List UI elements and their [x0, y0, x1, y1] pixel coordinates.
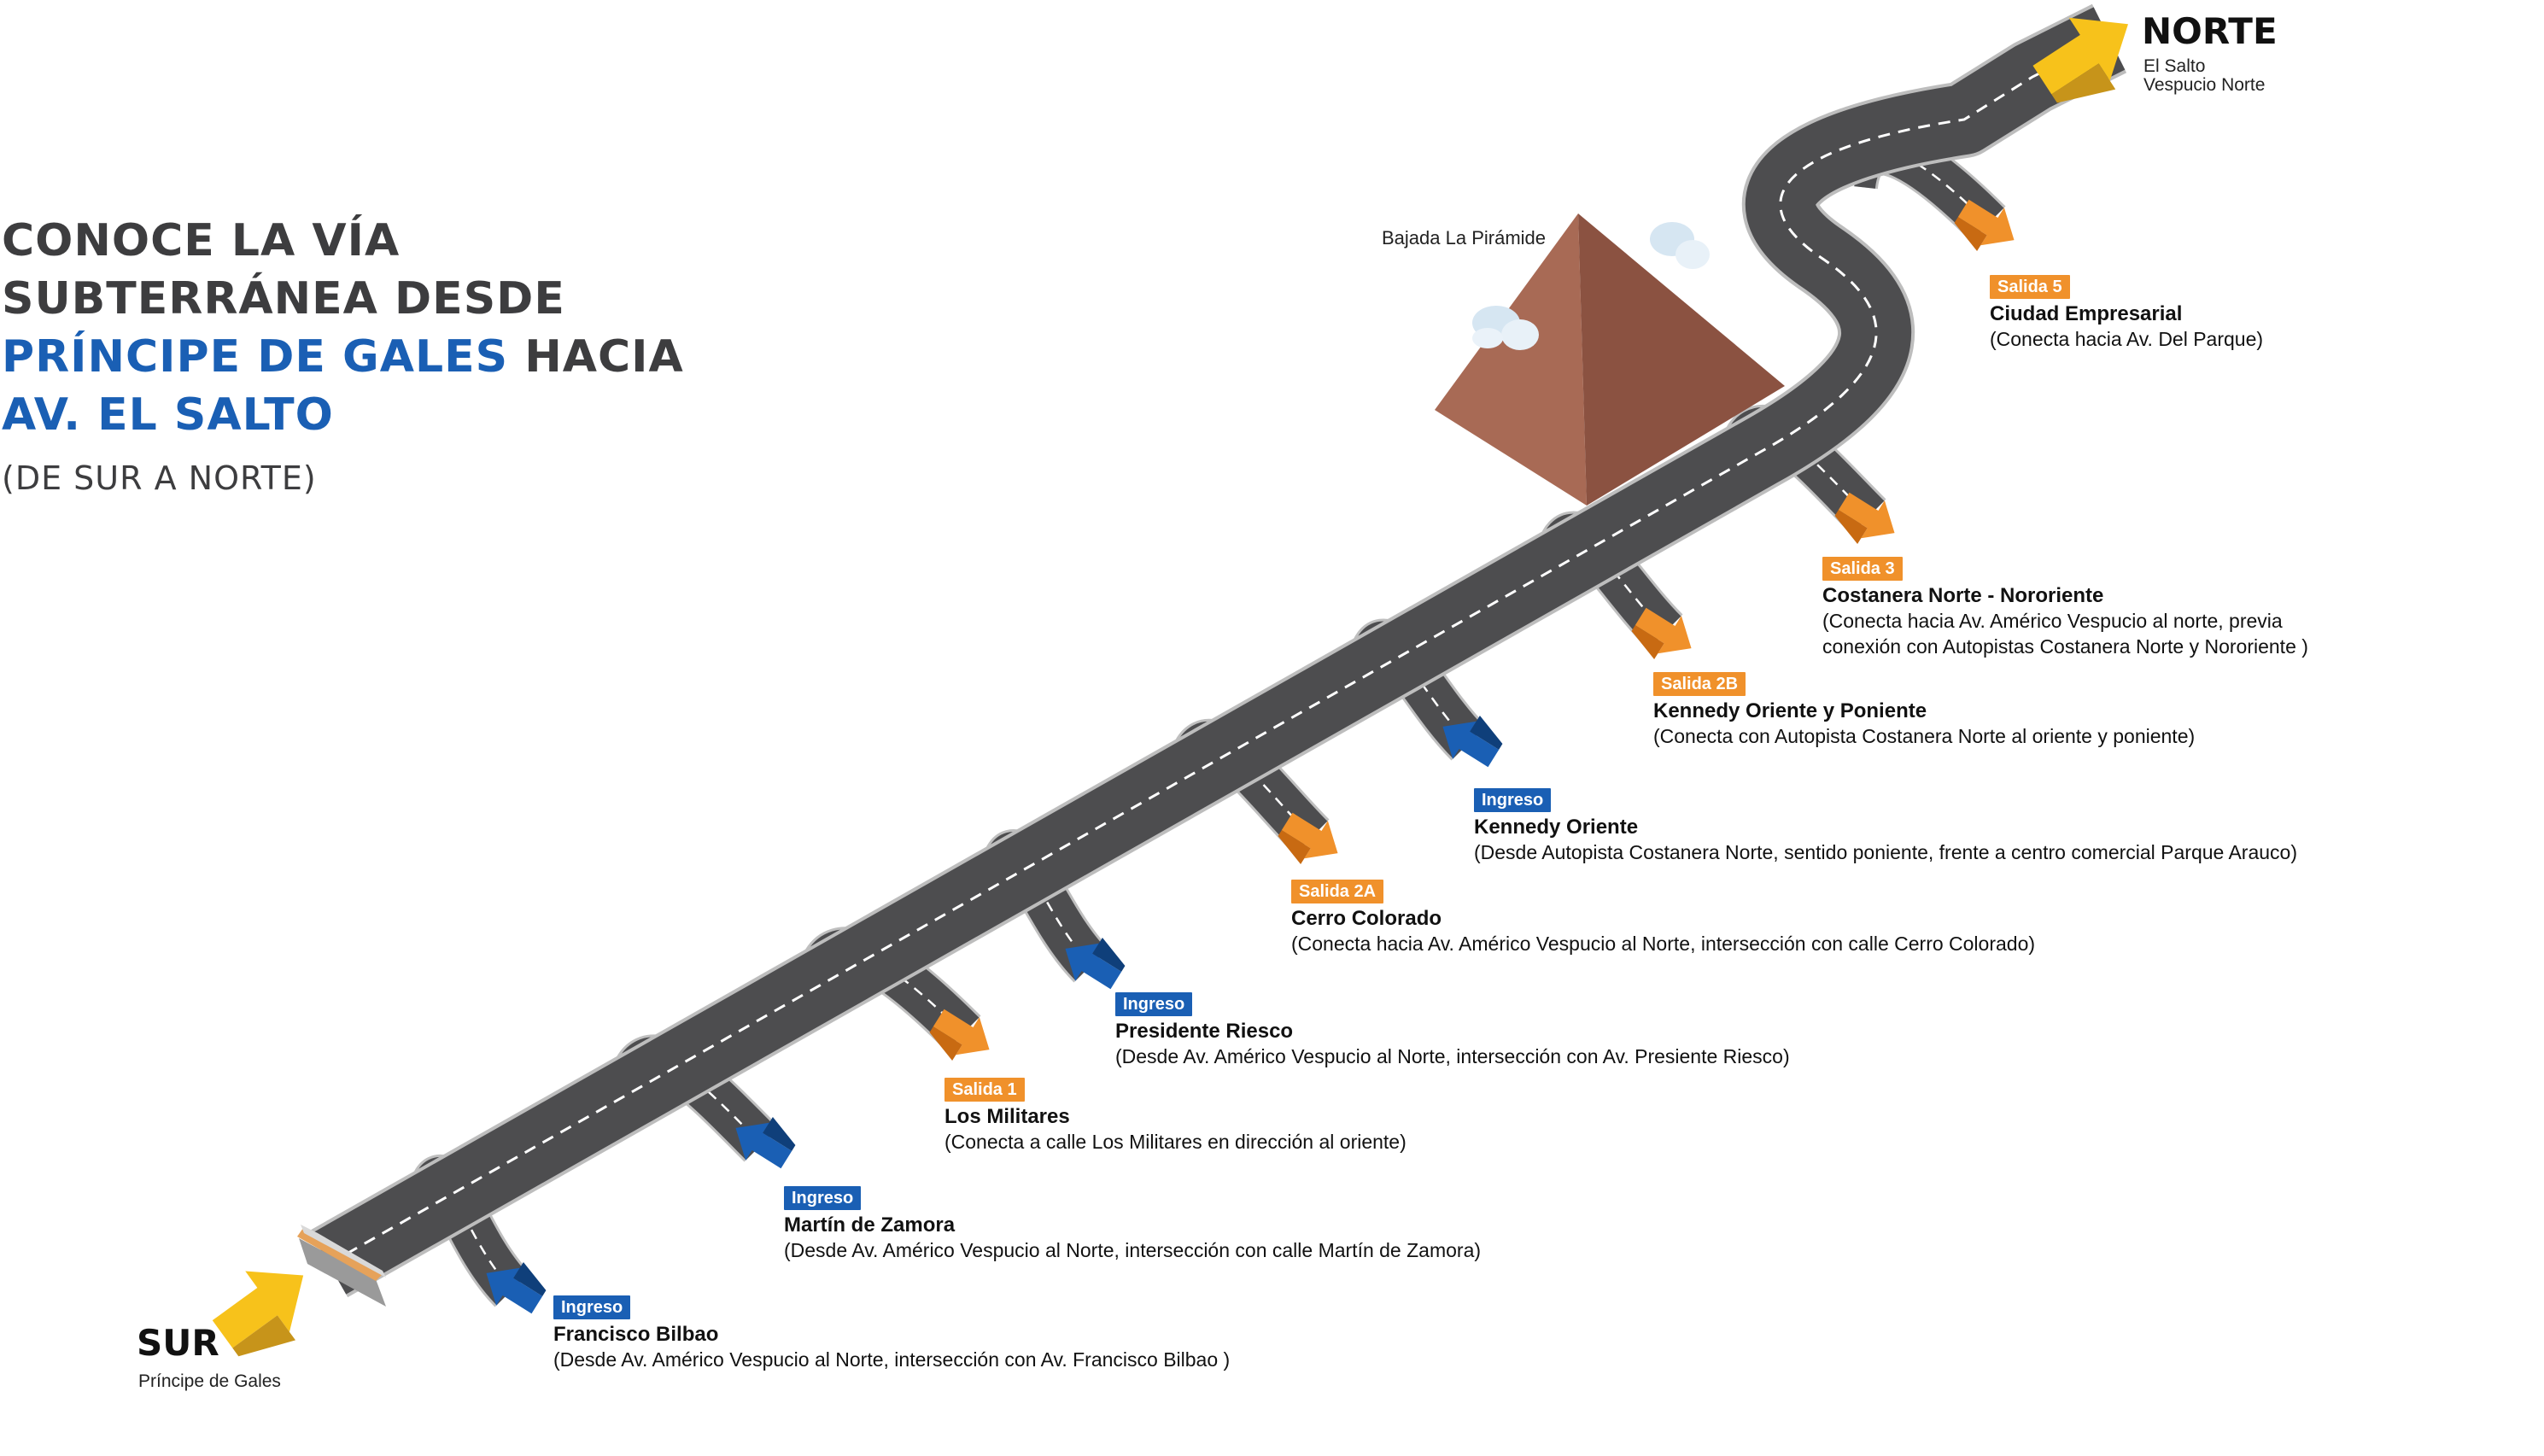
main-road [309, 3, 2127, 1298]
station-name: Kennedy Oriente [1474, 816, 1639, 839]
north-title: NORTE [2142, 10, 2278, 52]
ramp-arrow-layer [486, 199, 2015, 1314]
headline-line-4-highlight: AV. EL SALTO [2, 389, 334, 441]
station-label: Salida 1 Los Militares (Conecta a calle Lo… [944, 1078, 1407, 1155]
north-line-2: Vespucio Norte [2143, 75, 2266, 95]
station-description: (Desde Autopista Costanera Norte, sentid… [1474, 841, 2297, 863]
salida-arrow-icon [1278, 812, 1338, 865]
salida-badge: Salida 3 [1822, 557, 1903, 581]
station-description: (Conecta a calle Los Militares en direcc… [944, 1131, 1407, 1153]
station-name: Costanera Norte - Nororiente [1822, 584, 2104, 607]
salida-badge: Salida 5 [1990, 275, 2070, 299]
headline-line-1: CONOCE LA VÍA [2, 215, 401, 266]
headline-line-3-rest: HACIA [524, 331, 684, 383]
headline-subtitle: (DE SUR A NORTE) [2, 459, 317, 497]
ingreso-arrow-icon [1442, 715, 1503, 768]
station-description: (Conecta con Autopista Costanera Norte a… [1653, 725, 2196, 747]
salida-arrow-icon [929, 1009, 990, 1061]
station-label: Salida 2B Kennedy Oriente y Poniente (Cone… [1653, 672, 2195, 749]
south-direction-arrow [212, 1271, 304, 1357]
salida-badge: Salida 2B [1653, 672, 1746, 696]
ingreso-badge: Ingreso [784, 1186, 862, 1210]
station-name: Ciudad Empresarial [1990, 302, 2183, 325]
station-description: (Desde Av. Américo Vespucio al Norte, in… [553, 1348, 1231, 1371]
tunnel-portal [297, 1225, 386, 1307]
station-name: Los Militares [944, 1105, 1070, 1128]
station-name: Cerro Colorado [1291, 907, 1442, 930]
headline-line-2: SUBTERRÁNEA DESDE [2, 273, 565, 325]
pyramid-illustration [1435, 213, 1785, 506]
station-description: (Desde Av. Américo Vespucio al Norte, in… [1115, 1045, 1790, 1067]
station-description: (Conecta hacia Av. Américo Vespucio al n… [1822, 610, 2308, 658]
ingreso-arrow-icon [735, 1116, 796, 1169]
station-description: (Conecta hacia Av. Del Parque) [1990, 328, 2264, 350]
station-description: (Conecta hacia Av. Américo Vespucio al N… [1291, 933, 2036, 955]
station-name: Kennedy Oriente y Poniente [1653, 699, 1927, 722]
north-direction-arrow [2032, 17, 2128, 103]
station-label: Salida 2A Cerro Colorado (Conecta hacia Av… [1291, 880, 2035, 956]
ingreso-badge: Ingreso [553, 1295, 631, 1319]
station-description: (Desde Av. Américo Vespucio al Norte, in… [784, 1239, 1482, 1261]
headline-line-3-highlight: PRÍNCIPE DE GALES [2, 331, 509, 383]
ingreso-badge: Ingreso [1115, 992, 1193, 1016]
station-label: Salida 3 Costanera Norte - Nororiente (Con… [1822, 557, 2308, 659]
ingreso-arrow-icon [486, 1261, 547, 1314]
station-name: Francisco Bilbao [553, 1323, 719, 1346]
south-subtitle: Príncipe de Gales [138, 1371, 281, 1391]
station-name: Martín de Zamora [784, 1213, 956, 1237]
cloud-icon [1650, 222, 1710, 269]
salida-arrow-icon [1834, 492, 1895, 545]
north-line-1: El Salto [2143, 56, 2206, 76]
salida-badge: Salida 1 [944, 1078, 1025, 1102]
station-label: Salida 5 Ciudad Empresarial (Conecta hacia… [1990, 275, 2263, 352]
south-title: SUR [137, 1322, 219, 1364]
salida-arrow-icon [1954, 199, 2015, 252]
main-road-center-line [328, 37, 2110, 1266]
ingreso-arrow-icon [1065, 937, 1126, 990]
headline: CONOCE LA VÍA SUBTERRÁNEA DESDE PRÍNCIPE… [2, 212, 684, 444]
salida-arrow-icon [1631, 607, 1692, 660]
pyramid-label: Bajada La Pirámide [1382, 227, 1547, 249]
salida-badge: Salida 2A [1291, 880, 1384, 903]
ingreso-badge: Ingreso [1474, 788, 1552, 812]
cloud-icon [1472, 306, 1539, 350]
station-name: Presidente Riesco [1115, 1020, 1294, 1043]
